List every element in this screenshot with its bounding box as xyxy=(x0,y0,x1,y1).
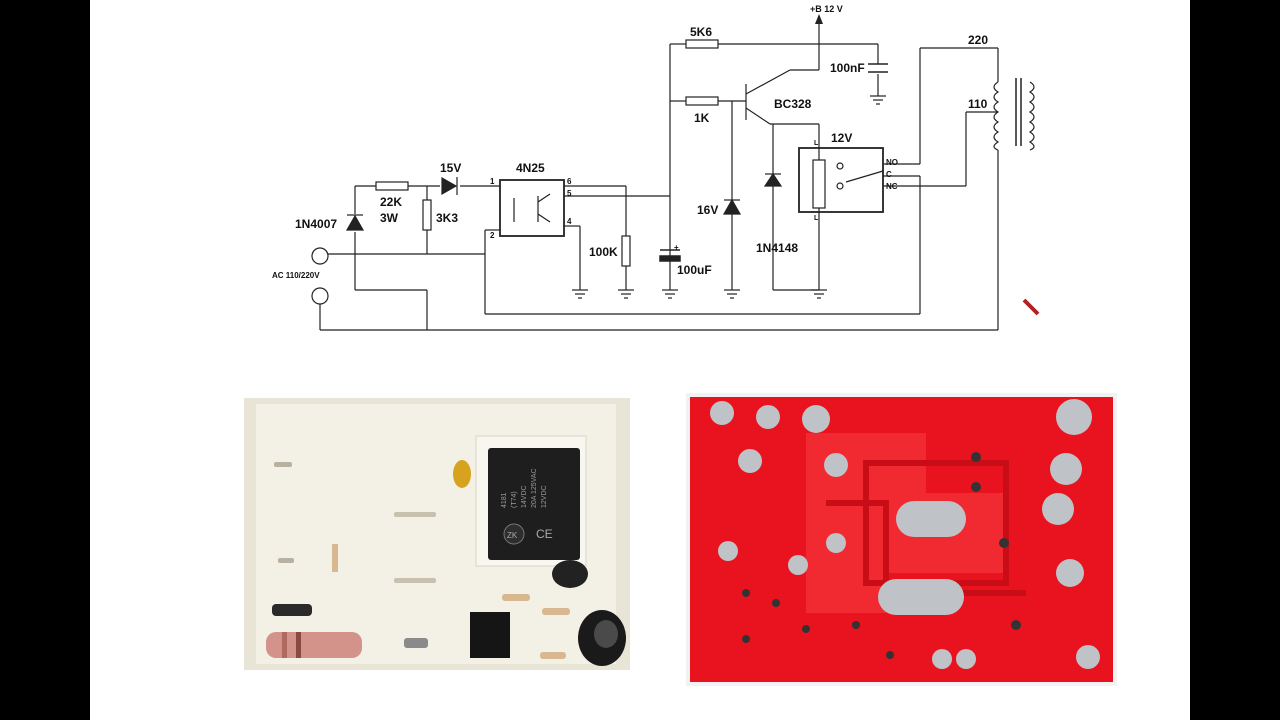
tap-220-label: 220 xyxy=(968,33,988,47)
r-22k-power-label: 3W xyxy=(380,211,399,225)
coil-l-top-label: L xyxy=(814,140,819,147)
diode-1n4148-label: 1N4148 xyxy=(756,241,798,255)
r-3k3-label: 3K3 xyxy=(436,211,458,225)
relay-text-model: 4181 xyxy=(501,492,508,508)
relay-voltage-label: 12V xyxy=(831,131,852,145)
relay-text-rating1: 14VDC xyxy=(521,485,528,508)
zener-15v-label: 15V xyxy=(440,161,461,175)
relay-c-label: C xyxy=(886,170,892,179)
component-side-photo: ZK CE 4181 (T74) 14VDC 20A 125VAC 12VDC xyxy=(244,398,630,670)
pin-1-label: 1 xyxy=(490,177,495,186)
r-1k-label: 1K xyxy=(694,111,710,125)
relay-nc-label: NC xyxy=(886,182,898,191)
relay-text-code: (T74) xyxy=(511,491,518,508)
optocoupler-label: 4N25 xyxy=(516,161,545,175)
relay-ce-mark: CE xyxy=(536,527,553,541)
relay-text-rating3: 12VDC xyxy=(541,485,548,508)
tap-110-label: 110 xyxy=(968,97,988,111)
r-100k-label: 100K xyxy=(589,245,618,259)
supply-label: +B 12 V xyxy=(810,4,843,14)
solder-side-photo xyxy=(686,393,1117,686)
relay-no-label: NO xyxy=(886,158,898,167)
zener-16v-label: 16V xyxy=(697,203,718,217)
pin-6-label: 6 xyxy=(567,177,572,186)
relay-text-rating2: 20A 125VAC xyxy=(531,468,538,508)
pin-4-label: 4 xyxy=(567,217,572,226)
pin-5-label: 5 xyxy=(567,189,572,198)
c-100nf-label: 100nF xyxy=(830,61,865,75)
cap-plus-label: + xyxy=(674,243,679,252)
r-22k-label: 22K xyxy=(380,195,402,209)
r-5k6-label: 5K6 xyxy=(690,25,712,39)
transistor-label: BC328 xyxy=(774,97,812,111)
c-100uf-label: 100uF xyxy=(677,263,712,277)
pin-2-label: 2 xyxy=(490,231,495,240)
relay-logo: ZK xyxy=(507,531,518,540)
ac-input-label: AC 110/220V xyxy=(272,271,320,280)
page-canvas: +B 12 V 5K6 100nF 220 110 BC328 1K 12V N… xyxy=(90,0,1190,720)
coil-l-bottom-label: L xyxy=(814,215,819,222)
diode-1n4007-label: 1N4007 xyxy=(295,217,337,231)
schematic-diagram: +B 12 V 5K6 100nF 220 110 BC328 1K 12V N… xyxy=(272,4,1040,331)
